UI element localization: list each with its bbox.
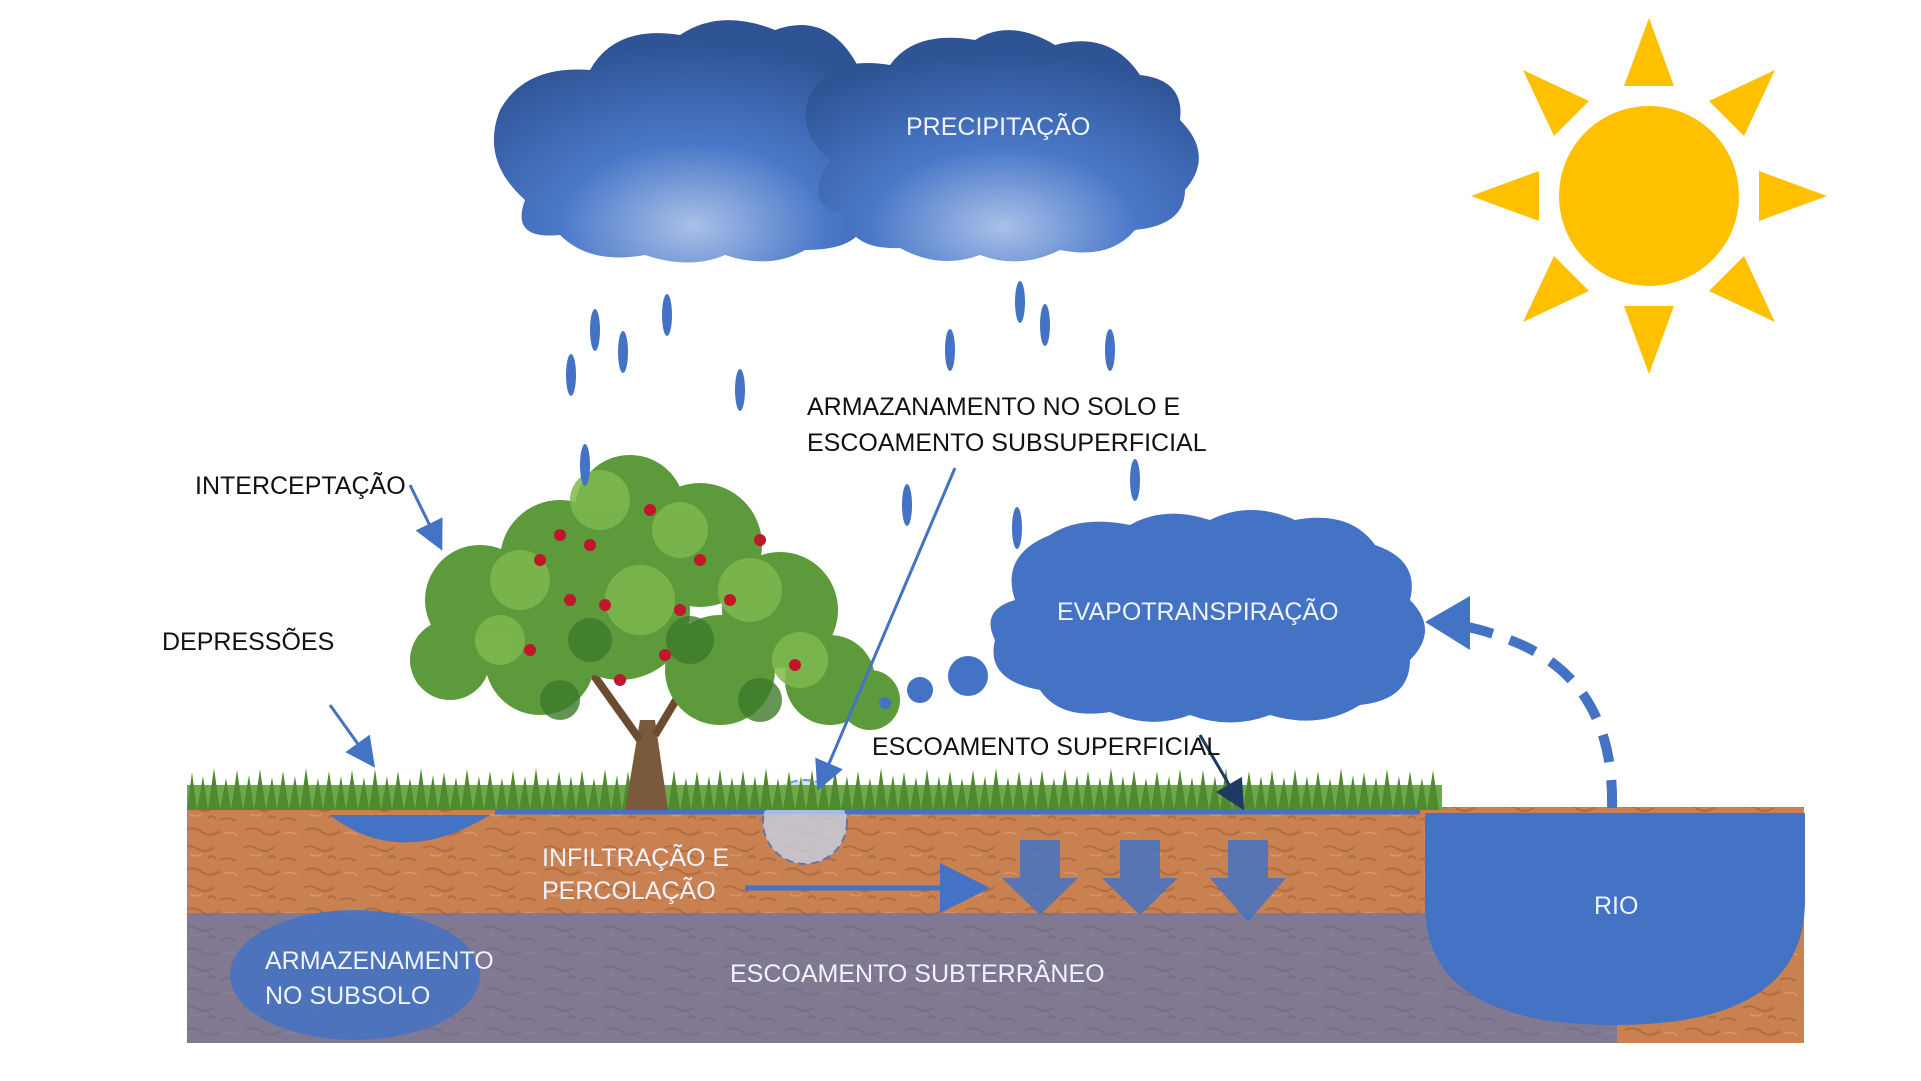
label-infiltracao-1: INFILTRAÇÃO E	[542, 843, 729, 872]
cloud-icon	[990, 510, 1425, 723]
label-infiltracao-2: PERCOLAÇÃO	[542, 876, 716, 905]
label-armazenamento-solo-1: ARMAZANAMENTO NO SOLO E	[807, 393, 1180, 421]
down-arrow-icon	[1002, 840, 1078, 915]
label-precipitacao: PRECIPITAÇÃO	[906, 112, 1090, 141]
sun-icon	[1471, 18, 1827, 374]
label-armazenamento-solo-2: ESCOAMENTO SUBSUPERFICIAL	[807, 429, 1207, 457]
river	[1425, 813, 1805, 1025]
precipitation-clouds	[493, 20, 1199, 263]
label-evapotranspiracao: EVAPOTRANSPIRAÇÃO	[1057, 597, 1339, 626]
label-armazenamento-subsolo-1: ARMAZENAMENTO	[265, 947, 494, 975]
subsoil-storage-ellipse	[230, 910, 480, 1040]
cloud-icon	[493, 20, 892, 263]
evaporation-dashed-arrow	[1425, 596, 1618, 809]
pointer-arrows	[328, 467, 1245, 913]
label-depressoes: DEPRESSÕES	[162, 627, 334, 656]
label-escoamento-superficial: ESCOAMENTO SUPERFICIAL	[872, 733, 1220, 761]
raindrops	[566, 281, 1140, 549]
grass	[187, 768, 1442, 810]
label-rio: RIO	[1594, 892, 1638, 920]
cloud-icon	[805, 30, 1199, 262]
depression-pond	[330, 815, 490, 843]
evapotranspiration-cloud	[879, 510, 1425, 723]
label-armazenamento-subsolo-2: NO SUBSOLO	[265, 982, 430, 1010]
apple-tree-icon	[410, 455, 900, 810]
infiltration-arrows	[1002, 840, 1286, 922]
down-arrow-icon	[1210, 840, 1286, 922]
label-escoamento-subterraneo: ESCOAMENTO SUBTERRÂNEO	[730, 959, 1105, 988]
label-interceptacao: INTERCEPTAÇÃO	[195, 471, 406, 500]
down-arrow-icon	[1102, 840, 1178, 915]
